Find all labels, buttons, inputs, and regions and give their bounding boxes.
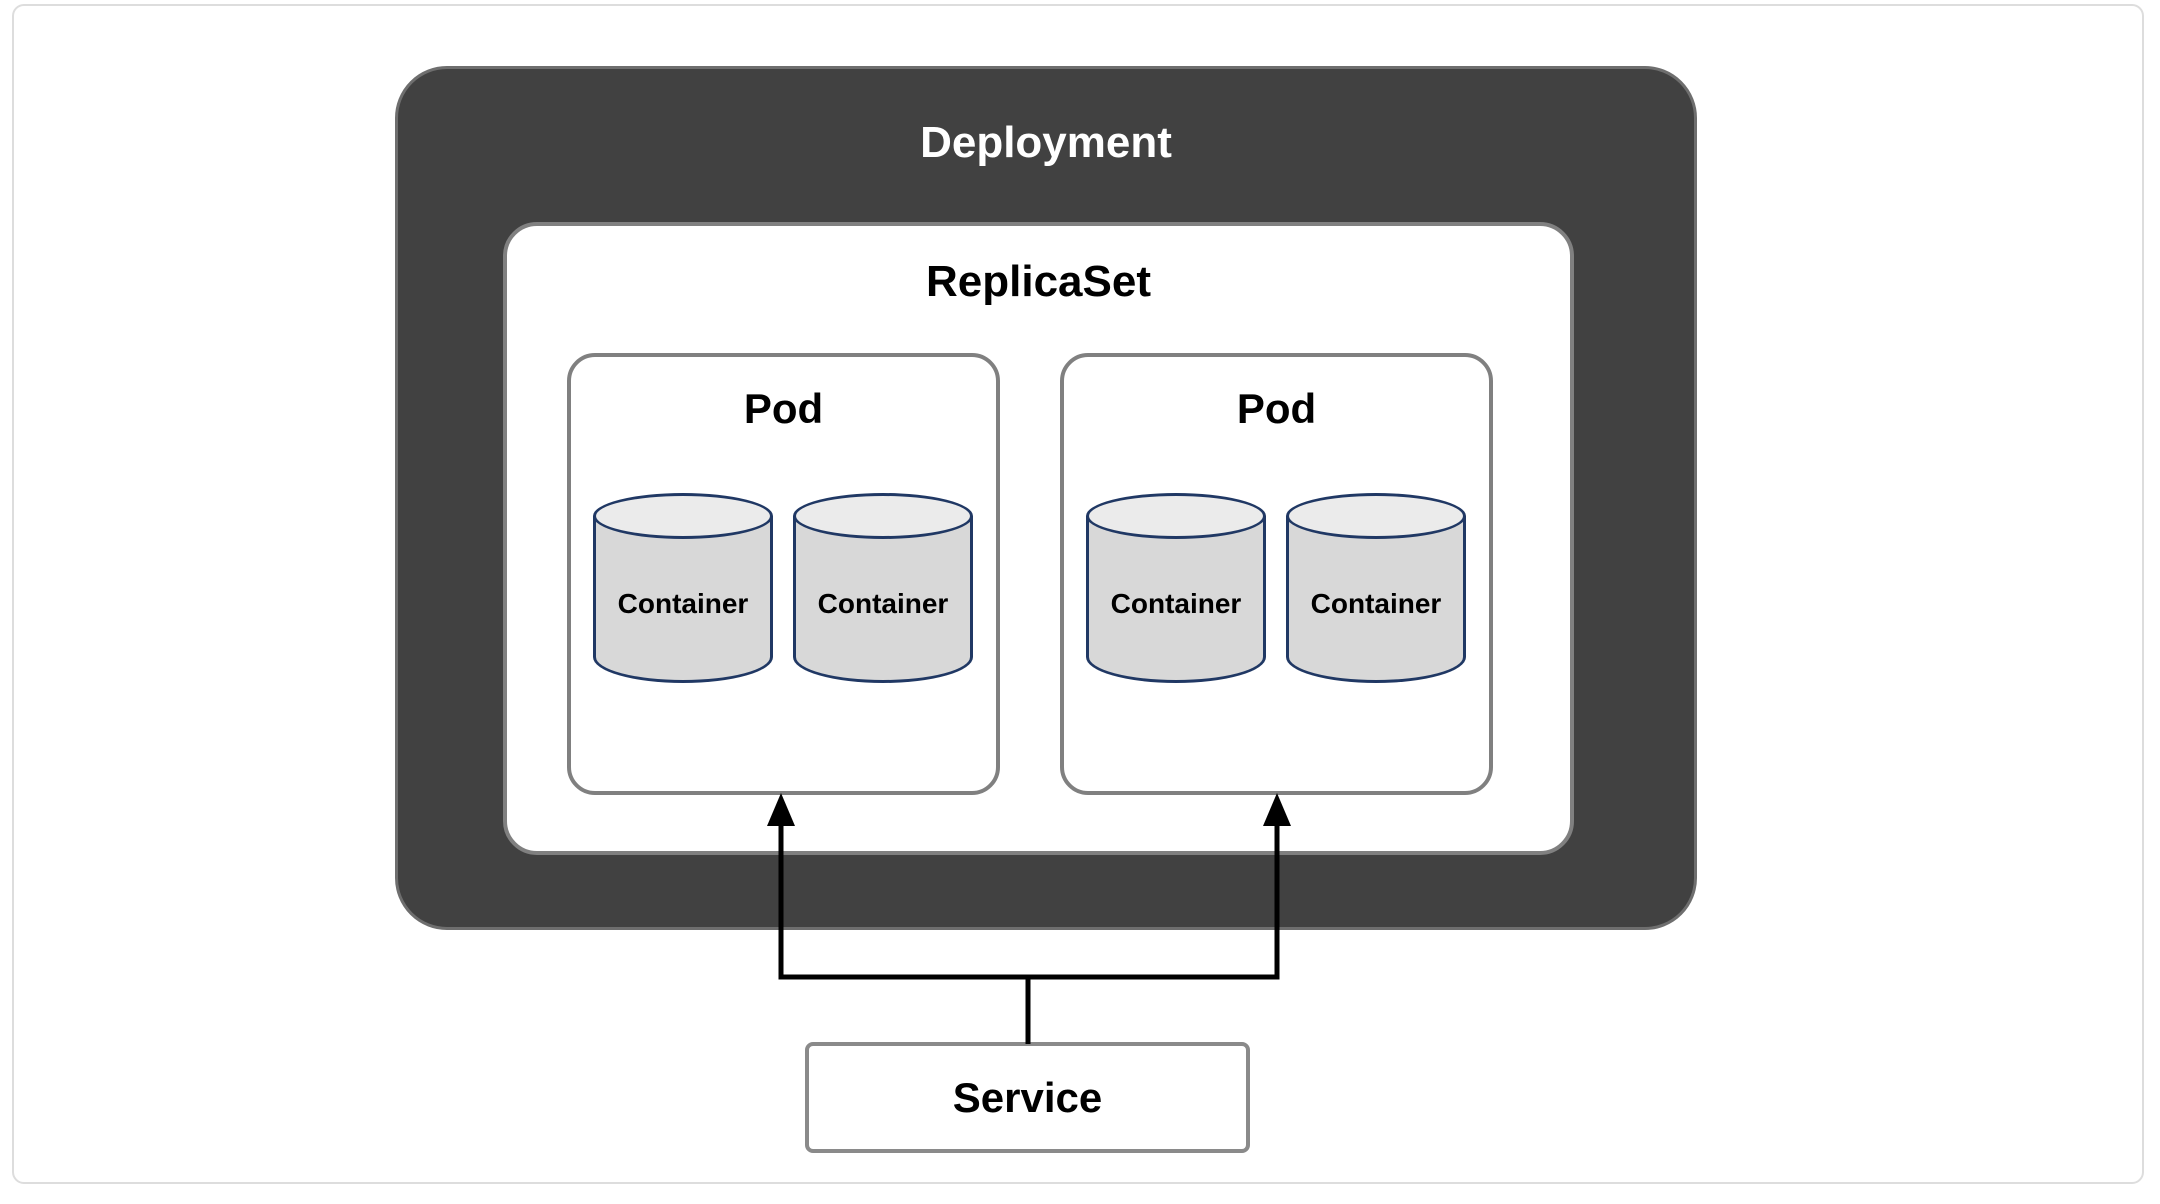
container-cylinder: Container [1086, 493, 1266, 683]
container-label: Container [1110, 588, 1242, 619]
pod-box-2: Pod Container Container [1060, 353, 1493, 795]
replicaset-label: ReplicaSet [926, 257, 1151, 306]
container-label: Container [1310, 588, 1442, 619]
container-cylinder: Container [1286, 493, 1466, 683]
cylinder-body: Container [1086, 516, 1266, 683]
container-cylinder: Container [593, 493, 773, 683]
service-label: Service [952, 1073, 1103, 1121]
cylinder-top-ellipse [1086, 493, 1266, 539]
cylinder-top-ellipse [593, 493, 773, 539]
service-box: Service [805, 1042, 1250, 1153]
cylinder-top-ellipse [793, 493, 973, 539]
deployment-label: Deployment [920, 118, 1172, 167]
cylinder-top-ellipse [1286, 493, 1466, 539]
cylinder-body: Container [793, 516, 973, 683]
container-cylinder: Container [793, 493, 973, 683]
pod-label: Pod [743, 385, 824, 432]
pod-label: Pod [1236, 385, 1317, 432]
cylinder-body: Container [1286, 516, 1466, 683]
container-label: Container [617, 588, 749, 619]
cylinder-body: Container [593, 516, 773, 683]
pod-box-1: Pod Container Container [567, 353, 1000, 795]
container-label: Container [817, 588, 949, 619]
